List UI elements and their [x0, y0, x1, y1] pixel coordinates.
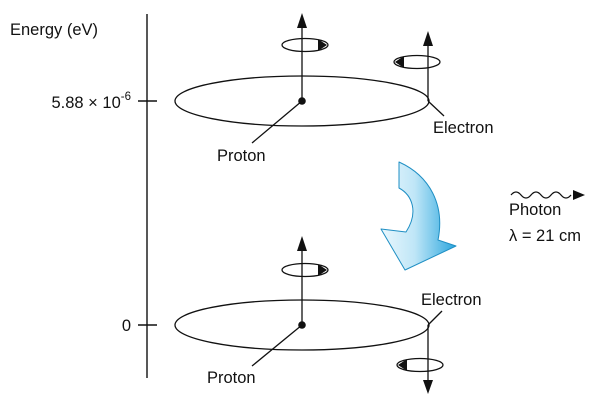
upper-electron-spin-arrowhead: [423, 31, 433, 46]
lower-electron-spin-arrowhead: [423, 380, 433, 394]
energy-axis: Energy (eV) 5.88 × 10-6 0: [10, 14, 157, 378]
lower-electron-label: Electron: [421, 291, 482, 309]
upper-proton-label: Proton: [217, 147, 266, 165]
lower-level-label: 0: [122, 317, 131, 335]
photon-label: Photon: [509, 201, 561, 219]
lower-proton-spin-arrowhead: [297, 236, 307, 251]
axis-title: Energy (eV): [10, 21, 98, 39]
upper-electron-label: Electron: [433, 119, 494, 137]
lower-proton-label: Proton: [207, 369, 256, 387]
photon-arrowhead: [573, 190, 585, 200]
upper-proton-spin-arrowhead: [297, 13, 307, 28]
photon-wave-icon: [511, 192, 571, 198]
upper-electron-pointer: [428, 101, 444, 116]
upper-state: [175, 13, 444, 143]
photon-group: Photon λ = 21 cm: [509, 190, 585, 245]
lower-electron-pointer: [428, 311, 442, 325]
photon-wavelength: λ = 21 cm: [509, 227, 581, 245]
upper-proton-pointer: [252, 101, 302, 143]
upper-level-label: 5.88 × 10-6: [51, 91, 131, 112]
lower-proton-pointer: [252, 325, 302, 366]
spin-flip-transition-arrow: [381, 162, 456, 270]
